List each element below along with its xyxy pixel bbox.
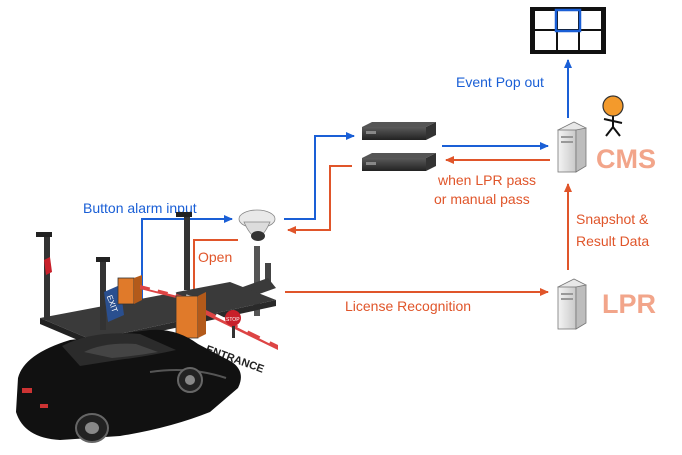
car-icon: [16, 329, 241, 443]
lpr-server-tower-icon: [557, 278, 587, 330]
lpr-label: LPR: [602, 289, 656, 319]
event-pop-out-label: Event Pop out: [456, 74, 544, 90]
nvr-to-camera-arrow: [287, 165, 352, 234]
dome-camera-icon: [238, 209, 276, 316]
when-lpr-pass-label: when LPR pass: [437, 172, 536, 188]
parking-barrier-gate-icon: EXIT STOP ENTRANCE: [36, 212, 278, 376]
nvr-recorder-icon: [362, 153, 436, 171]
open-label: Open: [198, 249, 232, 265]
cms-server-tower-icon: [557, 121, 587, 173]
nvr-recorder-icon: [362, 122, 436, 140]
stop-sign-label: STOP: [226, 317, 240, 323]
operator-person-icon: [602, 95, 624, 137]
cms-label: CMS: [596, 144, 656, 174]
license-recognition-label: License Recognition: [345, 298, 471, 314]
snapshot-label: Snapshot &: [576, 211, 649, 227]
camera-to-nvr-arrow: [284, 132, 355, 220]
result-data-label: Result Data: [576, 233, 649, 249]
button-alarm-input-label: Button alarm input: [83, 200, 197, 216]
or-manual-pass-label: or manual pass: [434, 191, 530, 207]
video-wall-monitor-icon: [530, 7, 606, 54]
